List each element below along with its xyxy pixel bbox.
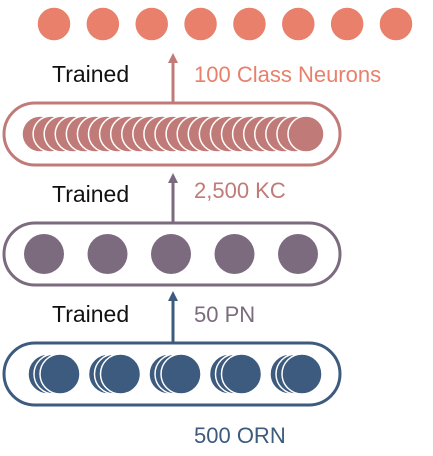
class-neuron: [231, 6, 268, 42]
pn-neuron: [24, 234, 64, 274]
orn-neuron: [220, 353, 263, 395]
pn-neuron-row: [24, 234, 318, 274]
trained-label-kc-class: Trained: [52, 61, 129, 87]
class-neuron: [133, 6, 170, 42]
orn-neuron: [160, 353, 202, 395]
pn-neuron: [151, 234, 191, 274]
kc-neuron: [287, 115, 325, 153]
class-neuron: [329, 6, 365, 42]
class-neuron-row: [36, 6, 414, 42]
class-layer-label: 100 Class Neurons: [194, 62, 381, 87]
orn-neuron: [99, 353, 142, 395]
class-neuron: [36, 6, 72, 42]
class-neuron: [378, 6, 414, 42]
orn-neuron: [39, 353, 81, 395]
pn-neuron: [87, 234, 128, 274]
kc-layer-label: 2,500 KC: [194, 178, 286, 203]
trained-label-pn-kc: Trained: [52, 181, 129, 207]
class-neuron: [280, 6, 317, 42]
class-neuron: [85, 6, 121, 42]
pn-neuron: [278, 234, 318, 274]
class-neuron: [182, 6, 219, 42]
pn-layer-label: 50 PN: [194, 302, 255, 327]
kc-neuron-row: [21, 115, 325, 153]
trained-label-orn-pn: Trained: [52, 301, 129, 327]
pn-neuron: [214, 234, 255, 274]
orn-layer-label: 500 ORN: [194, 423, 286, 448]
orn-neuron: [281, 353, 323, 395]
orn-neuron-row: [27, 353, 323, 395]
